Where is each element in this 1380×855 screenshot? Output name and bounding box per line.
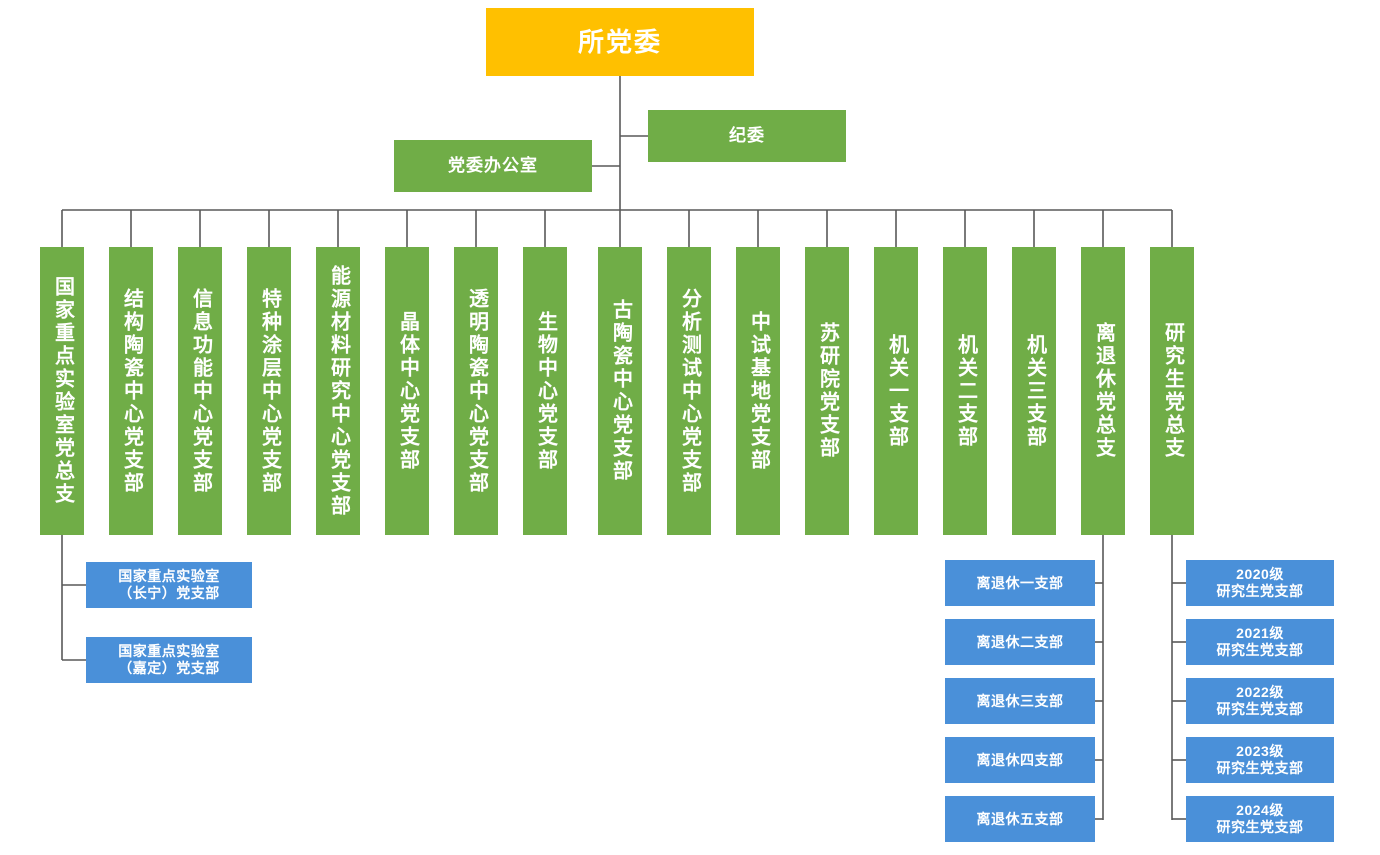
node-retired-child-2[interactable]: 离退休三支部 (945, 678, 1095, 724)
node-branch-8[interactable]: 古陶瓷中心党支部 (598, 247, 642, 535)
node-grad-child-1-line1: 2021级 (1236, 625, 1284, 642)
node-branch-12[interactable]: 机关一支部 (874, 247, 918, 535)
node-lab-child-0-line2: （长宁）党支部 (118, 585, 220, 601)
node-grad-child-2[interactable]: 2022级 研究生党支部 (1186, 678, 1334, 724)
node-lab-child-1[interactable]: 国家重点实验室 （嘉定）党支部 (86, 637, 252, 683)
node-grad-child-3[interactable]: 2023级 研究生党支部 (1186, 737, 1334, 783)
node-branch-4[interactable]: 能源材料研究中心党支部 (316, 247, 360, 535)
node-lab-child-0-line1: 国家重点实验室 (118, 568, 220, 585)
node-grad-child-0-line1: 2020级 (1236, 566, 1284, 583)
node-lab-child-1-line1: 国家重点实验室 (118, 643, 220, 660)
node-branch-6[interactable]: 透明陶瓷中心党支部 (454, 247, 498, 535)
node-branch-15[interactable]: 离退休党总支 (1081, 247, 1125, 535)
node-grad-child-4-line2: 研究生党支部 (1216, 819, 1304, 835)
node-grad-child-2-line2: 研究生党支部 (1216, 701, 1304, 717)
node-party-office[interactable]: 党委办公室 (394, 140, 592, 192)
node-retired-child-4[interactable]: 离退休五支部 (945, 796, 1095, 842)
node-discipline-committee[interactable]: 纪委 (648, 110, 846, 162)
node-grad-child-4-line1: 2024级 (1236, 802, 1284, 819)
node-branch-1[interactable]: 结构陶瓷中心党支部 (109, 247, 153, 535)
node-root[interactable]: 所党委 (486, 8, 754, 76)
node-grad-child-3-line2: 研究生党支部 (1216, 760, 1304, 776)
node-grad-child-4[interactable]: 2024级 研究生党支部 (1186, 796, 1334, 842)
node-grad-child-1-line2: 研究生党支部 (1216, 642, 1304, 658)
node-branch-13[interactable]: 机关二支部 (943, 247, 987, 535)
node-retired-child-0[interactable]: 离退休一支部 (945, 560, 1095, 606)
node-branch-14[interactable]: 机关三支部 (1012, 247, 1056, 535)
node-grad-child-3-line1: 2023级 (1236, 743, 1284, 760)
node-branch-10[interactable]: 中试基地党支部 (736, 247, 780, 535)
node-grad-child-2-line1: 2022级 (1236, 684, 1284, 701)
node-branch-11[interactable]: 苏研院党支部 (805, 247, 849, 535)
node-retired-child-3[interactable]: 离退休四支部 (945, 737, 1095, 783)
node-branch-0[interactable]: 国家重点实验室党总支 (40, 247, 84, 535)
node-grad-child-1[interactable]: 2021级 研究生党支部 (1186, 619, 1334, 665)
node-branch-2[interactable]: 信息功能中心党支部 (178, 247, 222, 535)
node-branch-16[interactable]: 研究生党总支 (1150, 247, 1194, 535)
node-branch-3[interactable]: 特种涂层中心党支部 (247, 247, 291, 535)
node-branch-5[interactable]: 晶体中心党支部 (385, 247, 429, 535)
node-retired-child-1[interactable]: 离退休二支部 (945, 619, 1095, 665)
node-lab-child-1-line2: （嘉定）党支部 (118, 660, 220, 676)
node-grad-child-0[interactable]: 2020级 研究生党支部 (1186, 560, 1334, 606)
node-branch-7[interactable]: 生物中心党支部 (523, 247, 567, 535)
node-grad-child-0-line2: 研究生党支部 (1216, 583, 1304, 599)
node-branch-9[interactable]: 分析测试中心党支部 (667, 247, 711, 535)
node-lab-child-0[interactable]: 国家重点实验室 （长宁）党支部 (86, 562, 252, 608)
